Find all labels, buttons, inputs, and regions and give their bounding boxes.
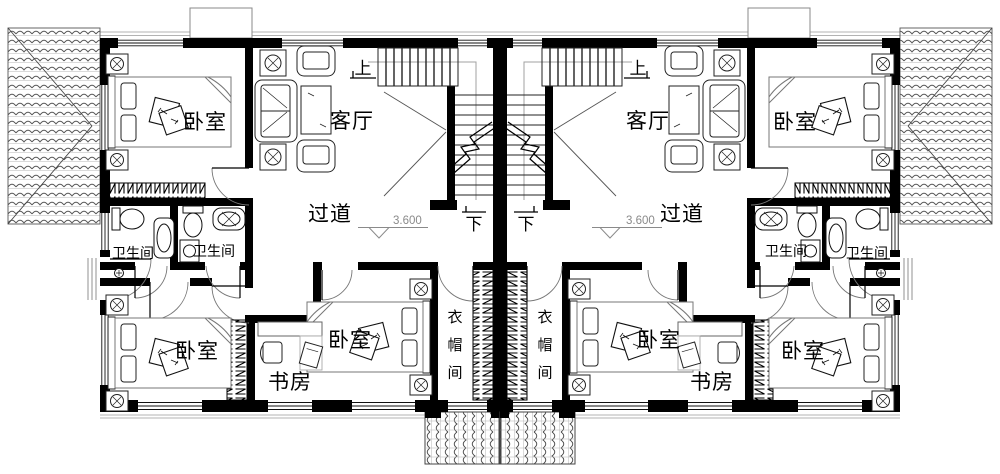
stair-down-left: 下 [466,215,483,234]
stair-up-right: 上 [630,59,647,78]
label-closet-right: 衣帽间 [537,309,552,382]
unit-left [8,8,500,464]
label-study-right: 书房 [690,371,734,394]
level-marker-right: 3.600 [592,215,662,239]
label-corridor-right: 过道 [660,203,704,226]
label-bath-right-inner: 卫生间 [765,243,807,259]
stair-up-right-tick [624,71,650,79]
label-bedroom-mid-right: 卧室 [637,329,681,352]
label-bedroom-bottom-left: 卧室 [175,340,219,363]
level-value-right: 3.600 [626,215,655,227]
label-corridor-left: 过道 [308,203,352,226]
label-bedroom-bottom-right: 卧室 [781,340,825,363]
label-living-right: 客厅 [626,110,670,133]
stair-up-left-tick [350,71,376,79]
label-bedroom-top-right: 卧室 [773,111,817,134]
label-study-left: 书房 [268,371,312,394]
stair-down-right: 下 [518,215,535,234]
level-value-left: 3.600 [393,215,422,227]
label-living-left: 客厅 [330,110,374,133]
label-bath-left-outer: 卫生间 [112,245,154,261]
stair-up-left: 上 [355,59,372,78]
unit-right [500,8,992,464]
stair-down-left-tick [462,206,486,213]
label-bedroom-top-left: 卧室 [183,111,227,134]
labels-layer: 卧室 客厅 过道 卫生间 卫生间 卧室 书房 卧室 衣帽间 客厅 卧室 过道 卫… [112,59,888,394]
label-bedroom-mid-left: 卧室 [328,329,372,352]
level-marker-left: 3.600 [358,215,428,239]
label-closet-left: 衣帽间 [447,309,462,382]
label-bath-left-inner: 卫生间 [193,243,235,259]
label-bath-right-outer: 卫生间 [846,245,888,261]
stair-down-right-tick [514,206,538,213]
